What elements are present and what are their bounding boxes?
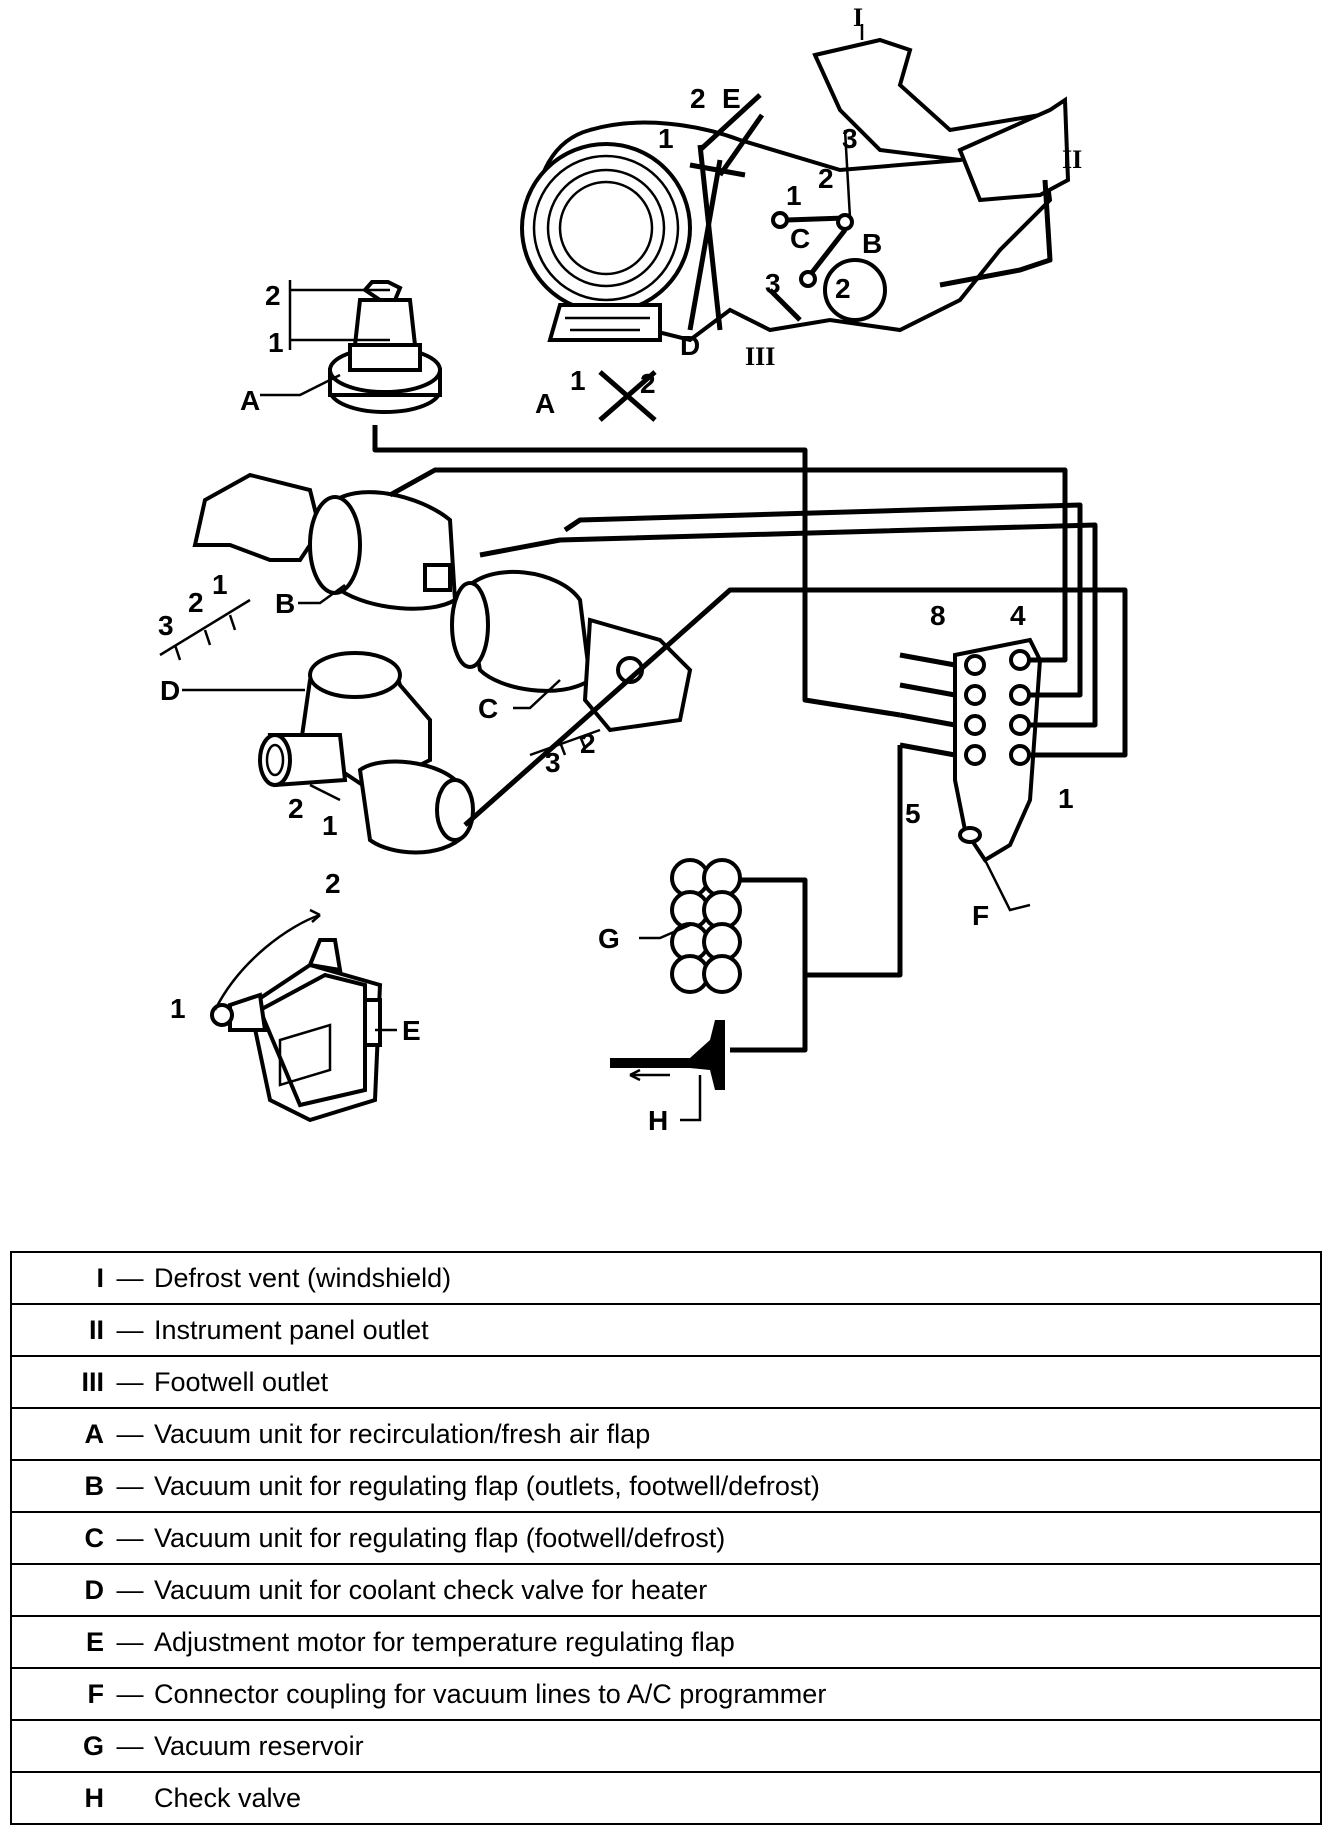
legend-separator: — (106, 1355, 154, 1408)
label-3-mid: 3 (765, 268, 781, 299)
label-2-b: 2 (188, 587, 204, 618)
label-2-d: 2 (288, 793, 304, 824)
check-valve-h (610, 1020, 725, 1122)
legend-code: C (11, 1511, 106, 1564)
label-2-circle: 2 (835, 273, 851, 304)
vacuum-reservoir-g (670, 858, 742, 994)
legend-row: III—Footwell outlet (11, 1355, 1321, 1408)
legend-description: Vacuum unit for regulating flap (outlets… (154, 1459, 1321, 1512)
legend-description: Vacuum unit for recirculation/fresh air … (154, 1407, 1321, 1460)
air-distribution-housing (520, 37, 1071, 422)
label-2-flap: 2 (640, 368, 656, 399)
legend-code: H (11, 1771, 106, 1824)
label-E: E (402, 1015, 421, 1046)
legend-separator: — (116, 1262, 144, 1293)
label-2-mid: 2 (818, 163, 834, 194)
label-B-top: B (862, 228, 882, 259)
legend-separator: — (106, 1719, 154, 1772)
legend-row: E—Adjustment motor for temperature regul… (11, 1615, 1321, 1668)
label-C-top: C (790, 223, 810, 254)
legend-description: Vacuum reservoir (154, 1719, 1321, 1772)
legend-code: II (11, 1303, 106, 1356)
legend-description: Footwell outlet (154, 1355, 1321, 1408)
legend-code: F (11, 1667, 106, 1720)
label-C: C (478, 693, 498, 724)
legend-row: C—Vacuum unit for regulating flap (footw… (11, 1511, 1321, 1564)
legend-separator: — (106, 1459, 154, 1512)
label-A: A (240, 385, 260, 416)
legend-separator: — (106, 1615, 154, 1668)
vacuum-unit-a (288, 280, 442, 414)
legend-row: B—Vacuum unit for regulating flap (outle… (11, 1459, 1321, 1512)
label-H: H (648, 1105, 668, 1136)
label-5-f: 5 (905, 798, 921, 829)
label-2-a: 2 (265, 280, 281, 311)
adjustment-motor-e (210, 908, 383, 1123)
label-3-b: 3 (158, 610, 174, 641)
label-2-c: 2 (580, 728, 596, 759)
legend-description: Defrost vent (windshield) (154, 1262, 452, 1293)
legend-separator: — (106, 1563, 154, 1616)
legend-row: G—Vacuum reservoir (11, 1719, 1321, 1772)
label-1-mid: 1 (786, 180, 802, 211)
legend-separator: — (106, 1303, 154, 1356)
label-1-d: 1 (322, 810, 338, 841)
legend-description: Instrument panel outlet (154, 1303, 1321, 1356)
label-B: B (275, 588, 295, 619)
legend-separator: — (106, 1667, 154, 1720)
label-8-f: 8 (930, 600, 946, 631)
label-G: G (598, 923, 620, 954)
label-2-top: 2 (690, 83, 706, 114)
legend-code: B (11, 1459, 106, 1512)
leader-lines (182, 24, 1031, 1032)
legend-table: I—Defrost vent (windshield)II—Instrument… (10, 1251, 1322, 1825)
vacuum-unit-d (258, 651, 475, 855)
label-1-a: 1 (268, 327, 284, 358)
vacuum-lines (372, 425, 1128, 1053)
legend-code: III (11, 1355, 106, 1408)
label-1-f: 1 (1058, 783, 1074, 814)
legend-row: F—Connector coupling for vacuum lines to… (11, 1667, 1321, 1720)
label-4-f: 4 (1010, 600, 1026, 631)
legend-separator (106, 1771, 154, 1824)
label-E-top: E (722, 83, 741, 114)
label-F: F (972, 900, 989, 931)
label-III: III (745, 342, 775, 371)
legend-code: A (11, 1407, 106, 1460)
label-I: I (853, 3, 863, 32)
legend-row: A—Vacuum unit for recirculation/fresh ai… (11, 1407, 1321, 1460)
vacuum-unit-b (159, 472, 458, 661)
legend-body: I—Defrost vent (windshield)II—Instrument… (11, 1252, 1321, 1824)
legend-row: I — Defrost vent (windshield) (11, 1252, 1321, 1304)
label-1-e: 1 (170, 993, 186, 1024)
label-D: D (160, 675, 180, 706)
label-D-top: D (680, 330, 700, 361)
label-II: II (1062, 145, 1082, 174)
legend-row: H Check valve (11, 1771, 1321, 1824)
legend-separator: — (106, 1511, 154, 1564)
vacuum-unit-c (450, 569, 693, 757)
legend-description: Check valve (154, 1771, 1321, 1824)
label-1-b: 1 (212, 569, 228, 600)
legend-row: D—Vacuum unit for coolant check valve fo… (11, 1563, 1321, 1616)
legend-code: E (11, 1615, 106, 1668)
label-3-c: 3 (545, 747, 561, 778)
legend-code: G (11, 1719, 106, 1772)
legend-code: D (11, 1563, 106, 1616)
legend-code: I (96, 1262, 104, 1293)
legend-description: Connector coupling for vacuum lines to A… (154, 1667, 1321, 1720)
label-2-e: 2 (325, 868, 341, 899)
label-1-top: 1 (658, 123, 674, 154)
label-1-flap: 1 (570, 365, 586, 396)
legend-description: Vacuum unit for coolant check valve for … (154, 1563, 1321, 1616)
legend-separator: — (106, 1407, 154, 1460)
label-3-top: 3 (842, 123, 858, 154)
label-A-flap: A (535, 388, 555, 419)
legend-row: II—Instrument panel outlet (11, 1303, 1321, 1356)
legend-description: Vacuum unit for regulating flap (footwel… (154, 1511, 1321, 1564)
diagram-labels: I II III E 2 1 3 2 1 C B 3 2 D A 1 2 2 1… (158, 3, 1082, 1136)
legend-description: Adjustment motor for temperature regulat… (154, 1615, 1321, 1668)
connector-coupling-f (899, 637, 1043, 863)
vacuum-system-diagram: I II III E 2 1 3 2 1 C B 3 2 D A 1 2 2 1… (158, 3, 1128, 1136)
